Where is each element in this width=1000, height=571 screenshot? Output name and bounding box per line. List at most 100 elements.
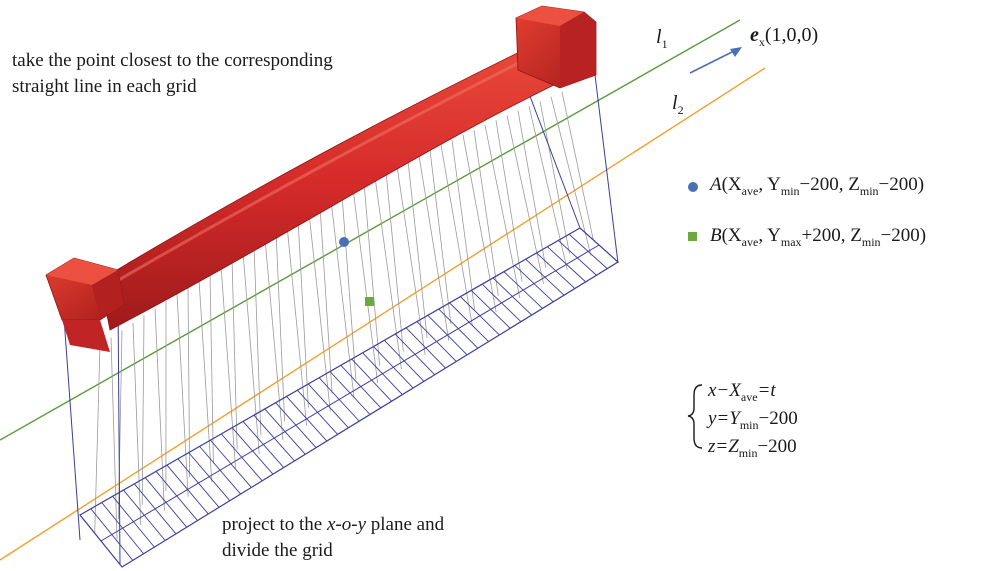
bottom-caption-line1: project to the x-o-y plane and bbox=[222, 512, 444, 538]
eq1-sub: ave bbox=[740, 390, 758, 404]
grid-cell-line bbox=[427, 315, 468, 356]
grid-cell-line bbox=[307, 383, 349, 429]
point-b-sub3: min bbox=[861, 235, 881, 249]
connector-line bbox=[308, 212, 331, 412]
point-a-sub2: min bbox=[780, 184, 800, 198]
grid-cell-line bbox=[514, 265, 554, 303]
connector-line bbox=[539, 101, 570, 254]
line-l2 bbox=[0, 67, 766, 561]
beam-highlight bbox=[109, 50, 541, 287]
connector-line bbox=[242, 251, 260, 455]
grid-cell-line bbox=[112, 495, 155, 548]
grid-cell-line bbox=[405, 327, 446, 369]
connector-line bbox=[275, 231, 286, 422]
label-l1-sub: 1 bbox=[661, 37, 668, 51]
connector-line bbox=[220, 265, 236, 469]
point-b-part1: (X bbox=[721, 225, 742, 246]
point-b-sub2: max bbox=[780, 235, 802, 249]
connector-line bbox=[473, 129, 499, 296]
grid-cell-line bbox=[416, 321, 457, 362]
connector-line bbox=[418, 155, 450, 341]
connector-line bbox=[451, 139, 475, 310]
projection-frame bbox=[61, 69, 619, 566]
eq1-a: x−X bbox=[708, 380, 741, 401]
point-b-part3: +200, Z bbox=[801, 225, 862, 246]
connector-line bbox=[374, 177, 402, 369]
equation-brace bbox=[687, 384, 703, 449]
top-caption: take the point closest to the correspond… bbox=[12, 48, 333, 100]
point-a-marker bbox=[339, 237, 349, 247]
legend-b-marker bbox=[688, 232, 697, 241]
direction-arrow bbox=[689, 47, 742, 74]
legend-a-marker bbox=[688, 182, 698, 192]
connector-line bbox=[528, 105, 568, 270]
point-a-sub1: ave bbox=[741, 184, 759, 198]
grid-cell-line bbox=[460, 296, 500, 336]
connector-line bbox=[231, 258, 238, 450]
connector-line bbox=[110, 337, 118, 540]
grid-cell-line bbox=[340, 364, 382, 409]
connector-line bbox=[341, 194, 357, 380]
bottom-caption-line2: divide the grid bbox=[222, 540, 333, 561]
bottom-caption-plane: x-o-y bbox=[327, 514, 367, 535]
grid-cell-line bbox=[547, 246, 586, 283]
bottom-caption: project to the x-o-y plane and divide th… bbox=[222, 512, 444, 564]
label-l2: l2 bbox=[672, 92, 684, 118]
grid-cell-line bbox=[329, 371, 371, 415]
grid-cell-line bbox=[220, 433, 263, 482]
connector-line bbox=[407, 160, 428, 338]
grid-cell-line bbox=[264, 408, 306, 455]
connector-line bbox=[198, 279, 213, 483]
direction-vec: e bbox=[750, 24, 759, 46]
grid-cell-line bbox=[394, 333, 436, 376]
point-b-marker bbox=[365, 297, 374, 306]
connector-line bbox=[319, 206, 333, 394]
line-l1 bbox=[0, 19, 741, 441]
connector-line bbox=[429, 150, 452, 324]
grid-cell-line bbox=[199, 446, 241, 495]
eq2-sub: min bbox=[739, 418, 759, 432]
point-a-sub3: min bbox=[859, 184, 879, 198]
connector-line bbox=[297, 219, 309, 408]
bottom-caption-pre: project to the bbox=[222, 514, 327, 535]
grid-cell-line bbox=[210, 439, 252, 488]
connector-line bbox=[132, 322, 142, 525]
connector-line bbox=[253, 245, 262, 436]
eq3-b: −200 bbox=[757, 436, 797, 457]
grid-cell-line bbox=[286, 396, 328, 442]
equation-row-1: x−Xave=t bbox=[708, 380, 798, 408]
grid-cell-line bbox=[362, 352, 403, 395]
point-a-part4: −200) bbox=[878, 174, 925, 195]
connector-line bbox=[550, 96, 592, 256]
grid-cell-line bbox=[253, 414, 295, 462]
grid-cell-line bbox=[481, 283, 522, 322]
grid-cell-line bbox=[101, 502, 144, 555]
grid-cell-line bbox=[568, 233, 608, 269]
connector-line bbox=[363, 182, 381, 366]
connector-line bbox=[141, 315, 145, 506]
bottom-caption-post: plane and bbox=[366, 514, 445, 535]
grid-cell-line bbox=[275, 402, 317, 448]
grid-cell-line bbox=[297, 389, 338, 435]
point-a-part1: (X bbox=[721, 174, 742, 195]
connector-line bbox=[154, 308, 165, 511]
connector-line bbox=[209, 272, 214, 464]
point-b-part2: , Y bbox=[758, 225, 781, 246]
eq2-b: −200 bbox=[758, 408, 798, 429]
legend-point-b: B(Xave, Ymax+200, Zmin−200) bbox=[710, 225, 926, 250]
point-a-name: A bbox=[710, 174, 722, 195]
connector-line bbox=[264, 238, 284, 440]
point-b-sub1: ave bbox=[741, 235, 759, 249]
direction-label: ex(1,0,0) bbox=[750, 24, 818, 50]
grid-cell-line bbox=[90, 508, 134, 561]
connector-line bbox=[352, 188, 379, 384]
grid-cell-line bbox=[373, 346, 414, 389]
label-l2-letter: l bbox=[672, 92, 678, 114]
direction-value: (1,0,0) bbox=[764, 24, 819, 46]
grid-cell-line bbox=[351, 358, 392, 402]
grid-cell-line bbox=[177, 458, 220, 508]
legend-point-a: A(Xave, Ymin−200, Zmin−200) bbox=[710, 174, 924, 199]
left-support-block bbox=[45, 257, 125, 352]
equation-row-2: y=Ymin−200 bbox=[708, 408, 798, 436]
connector-line bbox=[462, 134, 497, 313]
